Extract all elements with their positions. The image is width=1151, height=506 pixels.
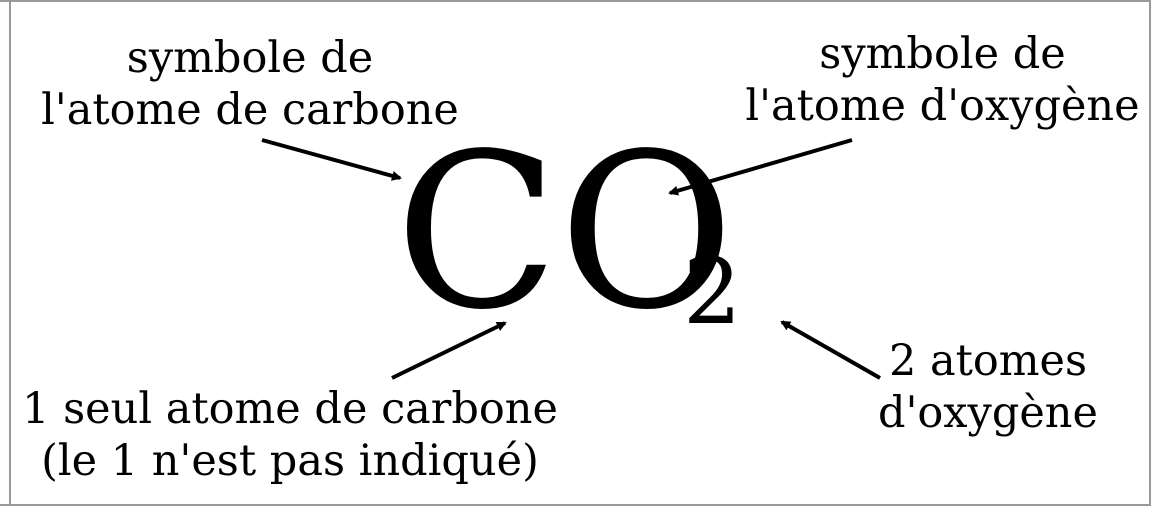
two-oxygen-label-line-2: d'oxygène [878, 388, 1098, 438]
oxygen-symbol-label: symbole de l'atome d'oxygène [740, 28, 1145, 132]
carbon-symbol-label: symbole de l'atome de carbone [30, 32, 470, 136]
co2-formula: CO 2 [395, 126, 742, 340]
carbon-symbol-label-line-1: symbole de [126, 33, 374, 83]
one-carbon-label: 1 seul atome de carbone (le 1 n'est pas … [10, 383, 570, 487]
one-carbon-label-line-1: 1 seul atome de carbone [22, 384, 558, 434]
oxygen-symbol-label-line-2: l'atome d'oxygène [745, 81, 1140, 131]
arrow-two-oxygen [780, 320, 881, 380]
formula-main: CO [395, 108, 735, 357]
formula-subscript: 2 [683, 238, 742, 345]
carbon-symbol-label-line-2: l'atome de carbone [41, 85, 459, 135]
arrow-one-carbon [391, 321, 507, 380]
two-oxygen-label-line-1: 2 atomes [888, 336, 1088, 386]
arrow-carbon-symbol [261, 138, 402, 181]
figure-frame-left-edge [9, 0, 11, 506]
two-oxygen-label: 2 atomes d'oxygène [858, 335, 1118, 439]
arrow-oxygen-symbol [668, 138, 853, 196]
oxygen-symbol-label-line-1: symbole de [819, 29, 1066, 79]
one-carbon-label-line-2: (le 1 n'est pas indiqué) [41, 436, 539, 486]
